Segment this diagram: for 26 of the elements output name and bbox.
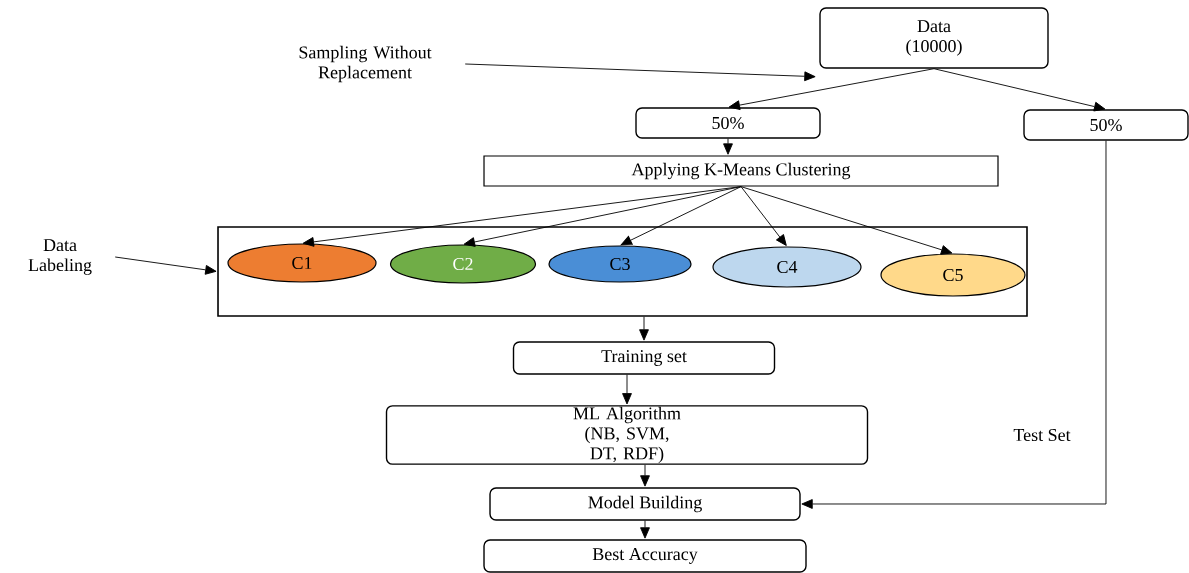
- process-box: Best Accuracy: [483, 539, 807, 573]
- process-box: ML Algorithm (NB, SVM, DT, RDF): [385, 405, 869, 465]
- arrow: [640, 464, 650, 487]
- arrow: [622, 374, 632, 405]
- arrow: [740, 186, 953, 255]
- process-box: Applying K-Means Clustering: [483, 155, 999, 187]
- process-box: 50%: [1023, 109, 1189, 141]
- edge-label: Test Set: [1012, 427, 1072, 443]
- process-box: 50%: [635, 107, 821, 139]
- process-box: Data (10000): [819, 7, 1049, 69]
- arrow: [114, 256, 217, 275]
- arrow: [740, 186, 787, 246]
- arrow: [728, 68, 935, 110]
- annotation-text: Data Labeling: [28, 239, 92, 275]
- arrow: [801, 140, 1107, 509]
- arrow: [639, 316, 649, 341]
- arrow: [933, 68, 1106, 112]
- labeling-frame: [217, 226, 1028, 317]
- arrow: [640, 520, 650, 539]
- arrow: [464, 63, 816, 82]
- arrow: [723, 138, 733, 155]
- process-box: Training set: [512, 341, 776, 375]
- annotation-text: Sampling Without Replacement: [299, 45, 432, 83]
- process-box: Model Building: [489, 487, 801, 521]
- arrow: [463, 186, 742, 247]
- arrow: [620, 186, 742, 246]
